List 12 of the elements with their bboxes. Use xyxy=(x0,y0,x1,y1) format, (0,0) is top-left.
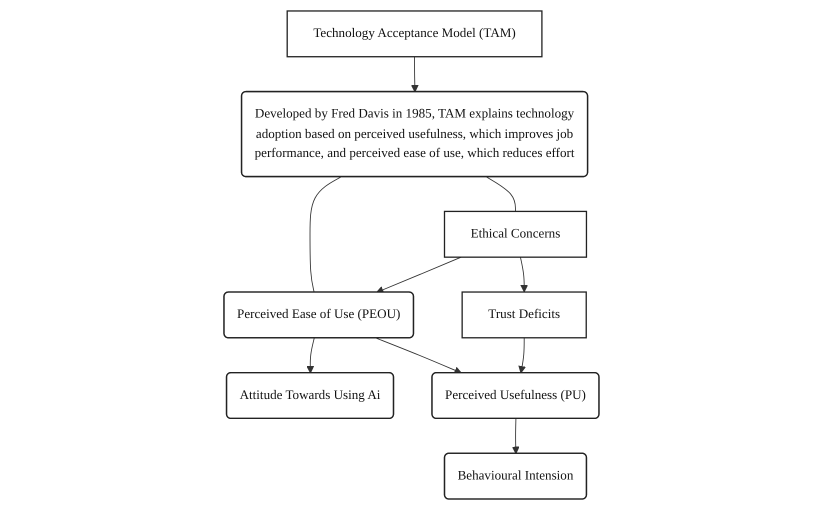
arrow xyxy=(376,338,462,374)
arrow xyxy=(512,418,520,454)
connector xyxy=(486,176,516,212)
connector xyxy=(310,176,342,293)
arrow xyxy=(520,256,528,292)
arrow xyxy=(376,256,462,294)
arrow xyxy=(518,337,526,374)
node-box: Technology Acceptance Model (TAM) xyxy=(286,10,543,58)
arrow xyxy=(411,56,419,92)
arrow xyxy=(306,338,315,374)
node-box: Trust Deficits xyxy=(462,291,587,338)
node-box: Ethical Concerns xyxy=(444,210,588,258)
